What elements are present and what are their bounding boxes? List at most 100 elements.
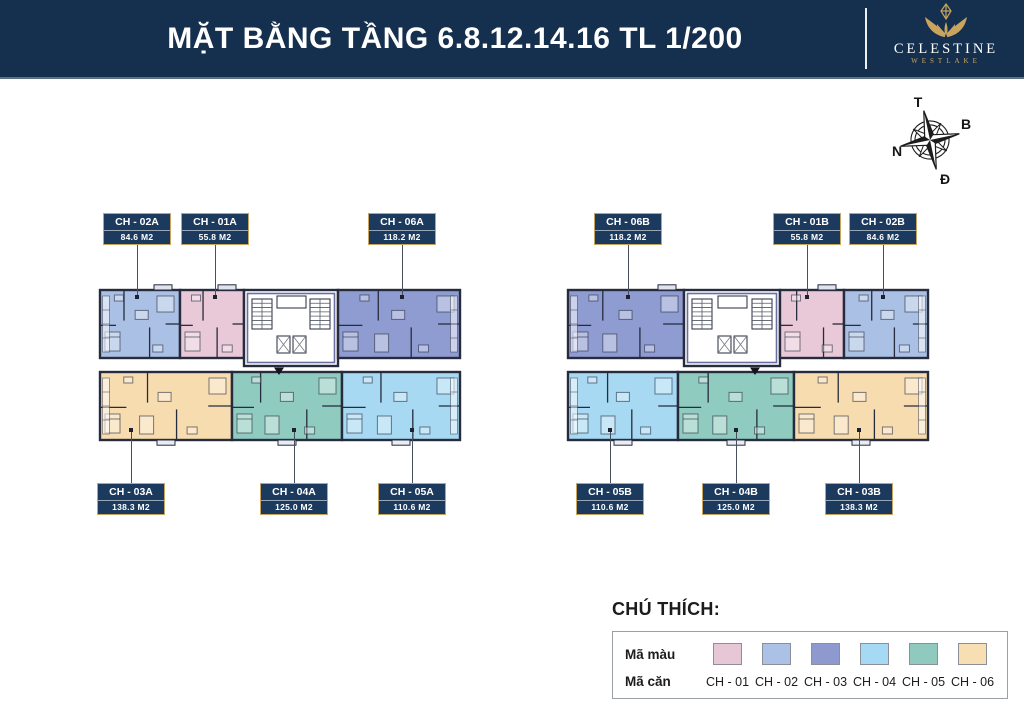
unit-code: CH - 06A [369,214,435,231]
legend-swatch-ch03 [811,643,840,665]
legend-code-ch06: CH - 06 [950,674,995,689]
unit-area: 138.3 M2 [840,502,878,512]
unit-code: CH - 02B [850,214,916,231]
leader-line [214,244,216,297]
leader-line [609,431,611,483]
unit-code: CH - 02A [104,214,170,231]
unit-CH-02B [842,288,930,360]
lotus-logo-icon [925,3,967,37]
leader-dot [734,428,738,432]
unit-area: 125.0 M2 [275,502,313,512]
unit-area: 118.2 M2 [383,232,421,242]
legend-code-ch02: CH - 02 [754,674,799,689]
leader-line [401,244,403,297]
leader-line [882,244,884,297]
page-title: MẶT BẰNG TẦNG 6.8.12.14.16 TL 1/200 [167,22,743,55]
unit-CH-06B [566,284,686,360]
core-plan-a [242,288,340,368]
unit-CH-05B [566,370,680,446]
unit-area: 138.3 M2 [112,502,150,512]
floor-plan-plan-b [562,284,934,454]
legend-swatch-ch02 [762,643,791,665]
leader-line [293,431,295,483]
legend-code-ch05: CH - 05 [901,674,946,689]
legend-code-ch01: CH - 01 [705,674,750,689]
unit-code: CH - 05A [379,484,445,501]
unit-code: CH - 01A [182,214,248,231]
core-plan-b [682,288,782,368]
compass-label-east: Đ [940,171,950,187]
legend-code-ch04: CH - 04 [852,674,897,689]
unit-code: CH - 04A [261,484,327,501]
leader-dot [608,428,612,432]
legend-swatch-ch05 [909,643,938,665]
leader-line [806,244,808,297]
unit-area: 110.6 M2 [591,502,629,512]
entrance-arrow [750,367,760,375]
unit-code: CH - 04B [703,484,769,501]
unit-CH-03A [98,370,234,446]
compass-label-north: B [961,116,971,132]
leader-line [858,431,860,483]
unit-area: 55.8 M2 [790,232,824,242]
legend-color-row-label: Mã màu [625,646,676,662]
leader-dot [129,428,133,432]
unit-area: 55.8 M2 [198,232,232,242]
leader-dot [626,295,630,299]
legend-code-row: Mã căn CH - 01 CH - 02 CH - 03 CH - 04 C… [625,674,1001,689]
leader-line [411,431,413,483]
legend-swatch-ch06 [958,643,987,665]
unit-area: 84.6 M2 [866,232,900,242]
leader-line [136,244,138,297]
unit-code: CH - 05B [577,484,643,501]
leader-dot [857,428,861,432]
leader-dot [400,295,404,299]
leader-dot [410,428,414,432]
unit-area: 118.2 M2 [609,232,647,242]
brand-logo: CELESTINE WESTLAKE [880,3,1012,66]
legend-heading: CHÚ THÍCH: [612,599,720,619]
unit-CH-05A [340,370,462,446]
unit-area: 110.6 M2 [393,502,431,512]
leader-line [130,431,132,483]
leader-dot [213,295,217,299]
header-bar: MẶT BẰNG TẦNG 6.8.12.14.16 TL 1/200 CELE… [0,0,1024,79]
compass-rose: T B N Đ [892,94,971,187]
leader-dot [805,295,809,299]
unit-CH-02A [98,284,182,360]
legend-code-row-label: Mã căn [625,674,671,689]
compass-label-west: T [914,94,923,110]
legend-code-ch03: CH - 03 [803,674,848,689]
legend-box: Mã màu Mã căn CH - 01 CH - 02 CH - 03 CH… [612,631,1008,699]
leader-line [735,431,737,483]
legend: CHÚ THÍCH: Mã màu Mã căn CH - 01 CH - 02… [612,599,1008,699]
unit-code: CH - 01B [774,214,840,231]
leader-dot [881,295,885,299]
unit-CH-01B [778,284,846,360]
unit-code: CH - 03A [98,484,164,501]
unit-CH-06A [336,288,462,360]
unit-code: CH - 03B [826,484,892,501]
unit-CH-03B [792,370,930,446]
legend-swatch-ch01 [713,643,742,665]
header-divider [865,8,867,69]
legend-color-row: Mã màu [625,643,1001,665]
unit-code: CH - 06B [595,214,661,231]
entrance-arrow [274,367,284,375]
leader-dot [292,428,296,432]
brand-subtitle: WESTLAKE [911,57,981,65]
compass-label-south: N [892,143,902,159]
unit-CH-04A [230,370,344,446]
